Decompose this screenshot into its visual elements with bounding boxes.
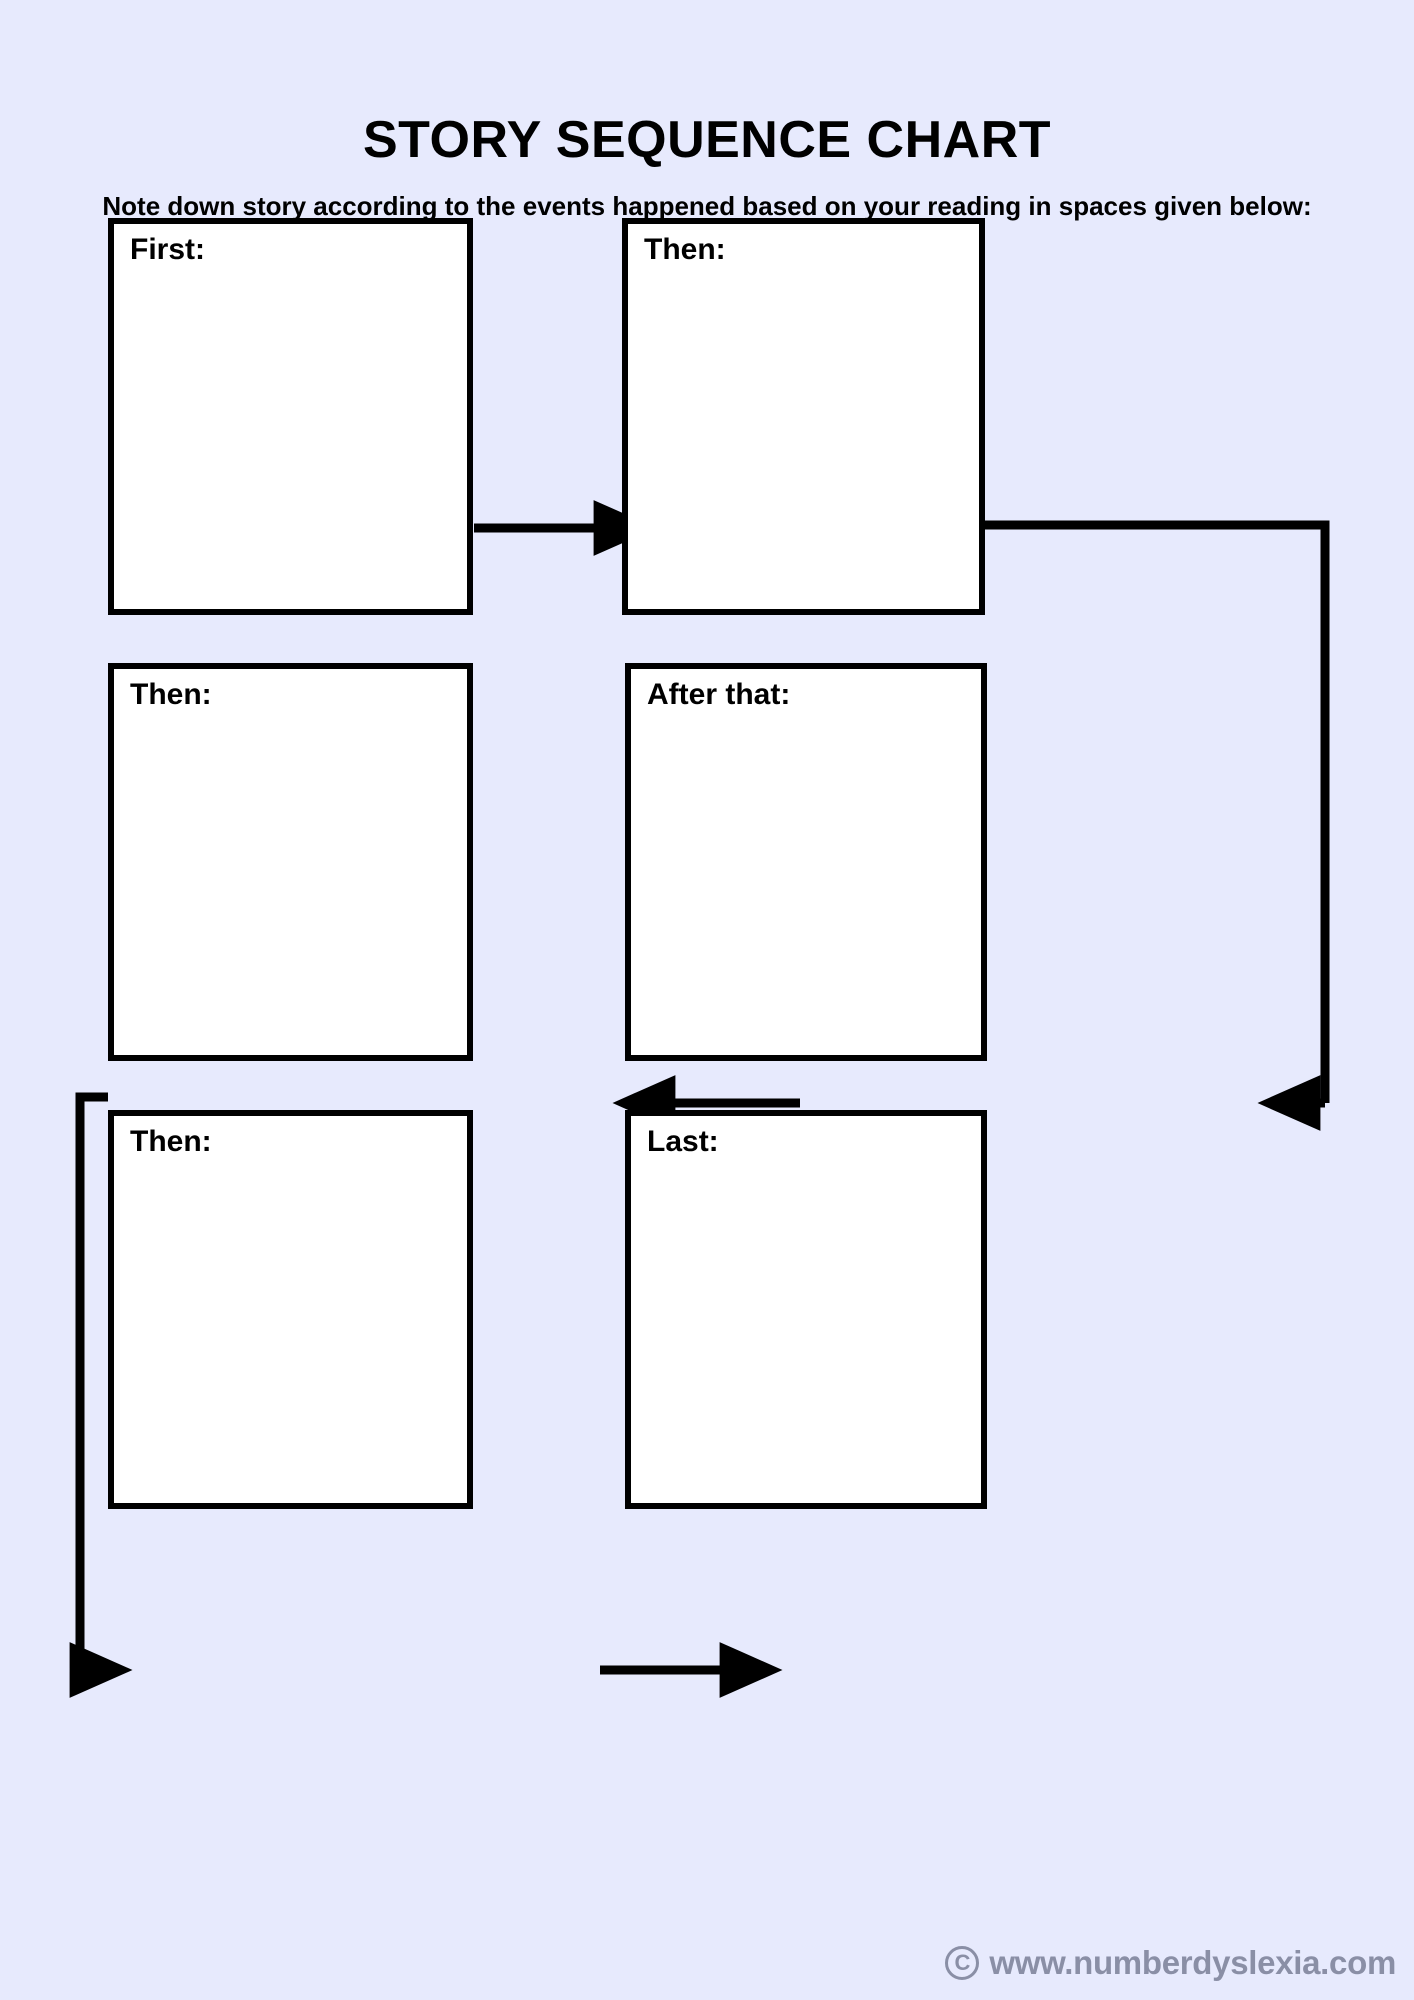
page-instructions: Note down story according to the events … — [102, 191, 1312, 221]
story-box-label: First: — [130, 233, 205, 266]
page-title: STORY SEQUENCE CHART — [362, 110, 1052, 169]
story-box-first[interactable]: First: — [108, 218, 473, 615]
story-box-label: After that: — [647, 678, 791, 711]
story-box-last[interactable]: Last: — [625, 1110, 987, 1509]
story-box-writing-area[interactable] — [631, 721, 981, 1055]
story-box-then-1[interactable]: Then: — [622, 218, 985, 615]
story-box-then-2[interactable]: Then: — [108, 663, 473, 1061]
copyright-icon: C — [945, 1946, 980, 1980]
story-box-writing-area[interactable] — [114, 1168, 467, 1503]
story-box-then-3[interactable]: Then: — [108, 1110, 473, 1509]
watermark-url: www.numberdyslexia.com — [989, 1944, 1396, 1981]
story-box-label: Then: — [644, 233, 726, 266]
story-box-writing-area[interactable] — [114, 721, 467, 1055]
story-box-writing-area[interactable] — [114, 276, 467, 609]
story-box-label: Last: — [647, 1125, 719, 1158]
story-box-label: Then: — [130, 1125, 212, 1158]
arrow-then1-to-after — [985, 520, 1330, 1131]
story-box-after-that[interactable]: After that: — [625, 663, 987, 1061]
story-box-writing-area[interactable] — [628, 276, 979, 609]
watermark: C www.numberdyslexia.com — [945, 1944, 1396, 1982]
story-box-label: Then: — [130, 678, 212, 711]
story-box-writing-area[interactable] — [631, 1168, 981, 1503]
